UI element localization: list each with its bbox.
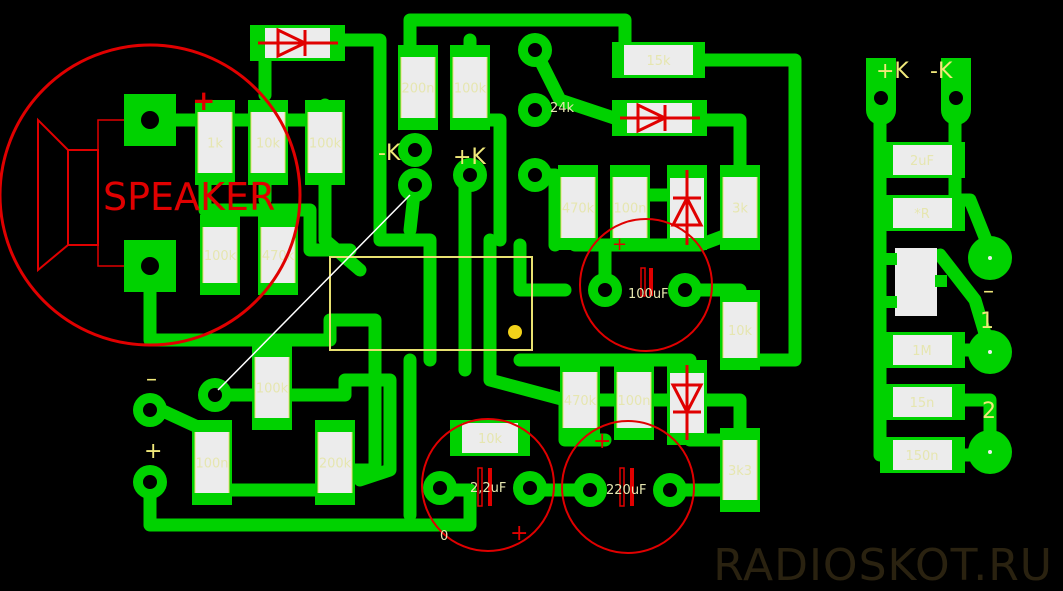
component-r100k_d-label: 100k [256, 382, 289, 397]
component-r10k_c: 10k [450, 420, 530, 456]
diode-vert-1 [667, 165, 707, 250]
diode-top [250, 25, 345, 61]
component-r470k_a: 470k [258, 215, 298, 295]
cap-100uf-label: 100uF [628, 287, 669, 302]
cap-2u2f-label: 2,2uF [470, 481, 506, 496]
component-r3k-label: 3k [732, 202, 748, 217]
rp-two: 2 [982, 399, 996, 424]
component-r15k-label: 15k [646, 54, 671, 69]
component-r24k-label: 24k [550, 101, 575, 116]
component-r100k_a-label: 100k [309, 137, 342, 152]
minus-label: – [146, 367, 157, 392]
component-c100n_a: 100n [610, 165, 650, 250]
component-c100n_c: 100n [614, 360, 654, 440]
svg-text:+: + [510, 521, 528, 546]
diode-vert-2 [667, 360, 707, 445]
rp-c2uf: 2uF [880, 142, 965, 178]
plus-label: + [144, 439, 162, 464]
rp-c2uf-label: 2uF [910, 154, 934, 169]
smd-components: 1k 10k 100k 100k 470k 200n 100k 470k 100n 3k 10k 10… [192, 42, 760, 512]
component-r3k3-label: 3k3 [728, 464, 752, 479]
cap-100uf: 100uF + [579, 218, 713, 352]
component-c100n_b: 100n [192, 420, 232, 505]
component-r1k-label: 1k [207, 137, 223, 152]
rp-c15n: 15n [880, 384, 965, 420]
component-c200n: 200n [398, 45, 438, 130]
component-r100k_c-label: 100k [454, 82, 487, 97]
watermark: RADIOSKOT.RU [713, 540, 1053, 591]
component-r200k-label: 200k [319, 457, 352, 472]
rp-r1m-label: 1M [912, 344, 932, 359]
rp-r1m: 1M [880, 332, 965, 368]
cap-2u2f: 2,2uF + 0 [421, 418, 555, 552]
svg-text:0: 0 [440, 529, 448, 544]
small-ic [895, 248, 937, 316]
plus-k-label: +K [453, 145, 486, 170]
component-r1k: 1k [195, 100, 235, 185]
rp-minus: – [983, 279, 994, 304]
rp-r_star: *R [880, 195, 965, 231]
component-r200k: 200k [315, 420, 355, 505]
component-r3k3: 3k3 [720, 428, 760, 512]
svg-text:+: + [612, 234, 627, 255]
component-r100k_b-label: 100k [204, 249, 237, 264]
component-r100k_a: 100k [305, 100, 345, 185]
electrolytic-capacitors: 100uF + 2,2uF + 0 220uF + [421, 218, 713, 554]
minus-k-label: -K [378, 141, 401, 166]
component-r470k_b-label: 470k [562, 202, 595, 217]
rp-minus-k: -K [930, 59, 953, 84]
component-r100k_d: 100k [252, 345, 292, 430]
rp-plus-k: +K [876, 59, 909, 84]
component-r100k_c: 100k [450, 45, 490, 130]
component-r10k_b-label: 10k [728, 324, 753, 339]
cap-220uf-label: 220uF [606, 483, 647, 498]
jumper-wire [217, 194, 411, 391]
component-r470k_b: 470k [558, 165, 598, 250]
component-c100n_a-label: 100n [613, 202, 646, 217]
component-r100k_b: 100k [200, 215, 240, 295]
component-r3k: 3k [720, 165, 760, 250]
rp-r_star-label: *R [914, 207, 930, 222]
component-c100n_c-label: 100n [617, 394, 650, 409]
rp-one: 1 [980, 309, 994, 334]
ic-chip [217, 194, 533, 391]
component-r10k_b: 10k [720, 290, 760, 370]
cap-220uf: 220uF + [561, 420, 695, 554]
speaker-label: SPEAKER [103, 175, 275, 219]
rp-c15n-label: 15n [910, 396, 935, 411]
component-r15k: 15k [612, 42, 705, 78]
right-panel: +K -K 2uF *R 1M 15n 150n – 1 2 [876, 59, 996, 473]
component-r470k_c-label: 470k [564, 394, 597, 409]
component-c100n_b-label: 100n [195, 457, 228, 472]
diode-mid [612, 100, 707, 136]
pads [124, 33, 1012, 507]
component-r10k_a: 10k [248, 100, 288, 185]
terminal-labels: -K +K – + [144, 141, 486, 464]
rp-c150n-label: 150n [905, 449, 938, 464]
rp-c150n: 150n [880, 437, 965, 473]
component-r470k_c: 470k [560, 360, 600, 440]
svg-text:+: + [593, 429, 611, 454]
component-r10k_c-label: 10k [478, 432, 503, 447]
speaker-silkscreen: SPEAKER + [0, 43, 302, 347]
component-c200n-label: 200n [401, 82, 434, 97]
pin1-marker [508, 325, 522, 339]
component-r10k_a-label: 10k [256, 137, 281, 152]
speaker-plus: + [192, 84, 215, 117]
